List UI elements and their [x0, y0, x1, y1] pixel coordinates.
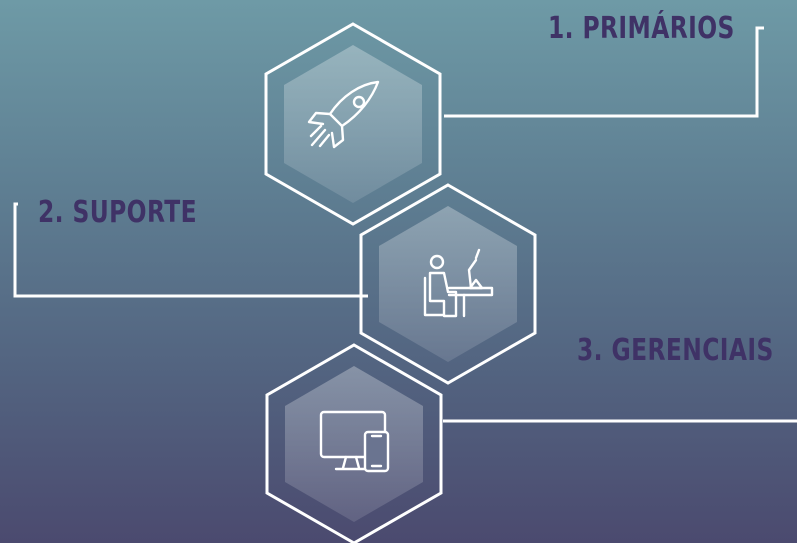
connector-1	[444, 26, 764, 118]
hexagon-primarios	[264, 22, 442, 226]
monitor-devices-icon	[319, 410, 390, 473]
rocket-icon	[307, 80, 380, 149]
label-suporte: 2. SUPORTE	[38, 195, 198, 230]
person-at-desk-icon	[423, 248, 494, 318]
hexagon-suporte	[359, 183, 537, 385]
label-gerenciais: 3. GERENCIAIS	[577, 333, 774, 368]
connector-2	[13, 202, 368, 298]
label-primarios: 1. PRIMÁRIOS	[548, 11, 735, 46]
hexagon-gerenciais	[265, 343, 443, 543]
